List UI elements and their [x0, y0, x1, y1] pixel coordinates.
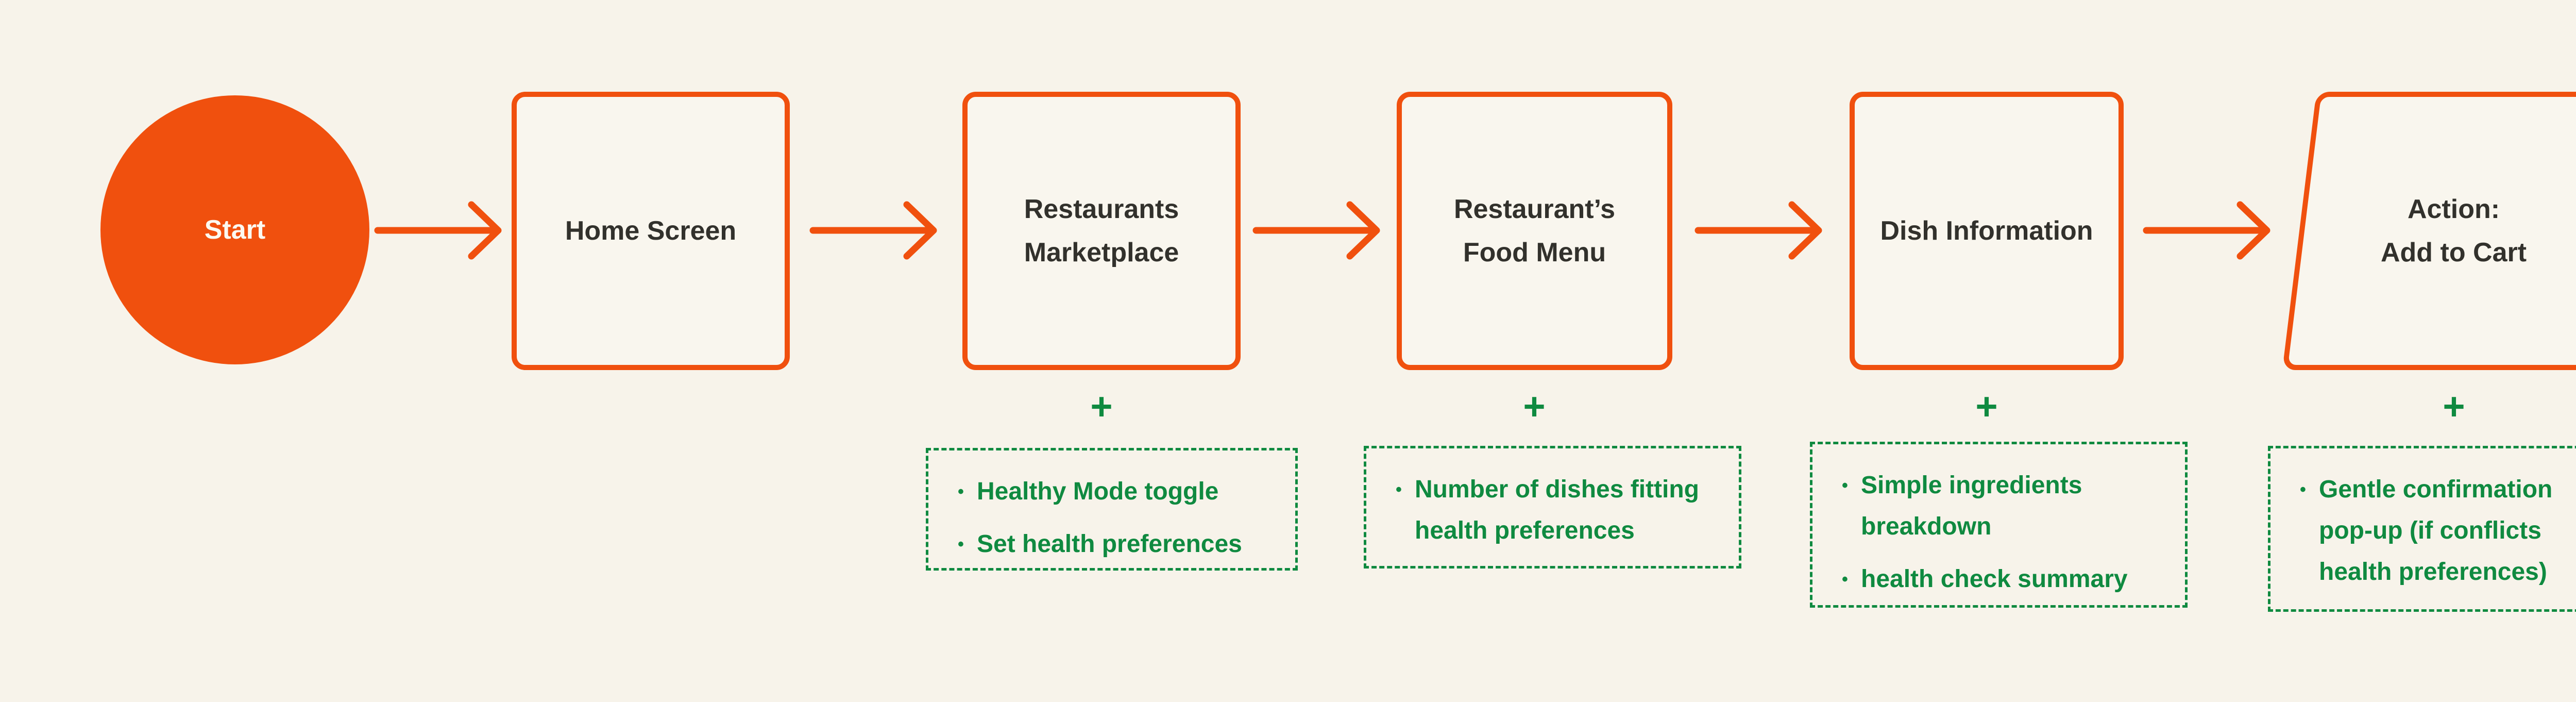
annotation-restaurants-food-menu: • Number of dishes fitting health prefer…: [1364, 446, 1741, 569]
annotation-line: Simple ingredients: [1861, 472, 2082, 499]
bullet-dot-icon: •: [1842, 476, 1848, 495]
annotation-line: breakdown: [1861, 513, 1992, 540]
annotation-restaurants-marketplace: • Healthy Mode toggle • Set health prefe…: [926, 448, 1298, 571]
label-line: Add to Cart: [2381, 238, 2527, 268]
annotation-dish-information: • Simple ingredients breakdown • health …: [1810, 442, 2188, 608]
node-dish-information-label: Dish Information: [1880, 215, 2093, 246]
node-start: Start: [100, 95, 369, 364]
node-start-label: Start: [204, 214, 266, 245]
bullet-dot-icon: •: [1396, 480, 1402, 499]
bullet-item: • health check summary: [1829, 559, 2170, 600]
connector-arrow-icon: [374, 201, 502, 260]
bullet-dot-icon: •: [1842, 570, 1848, 589]
plus-icon: +: [2443, 385, 2465, 428]
node-action-add-to-cart-label: Action: Add to Cart: [2381, 188, 2527, 274]
connector-arrow-icon: [809, 201, 937, 260]
annotation-action-add-to-cart: • Gentle confirmation pop-up (if conflic…: [2268, 446, 2576, 612]
node-home-screen-label: Home Screen: [565, 215, 737, 246]
label-line: Restaurant’s: [1453, 194, 1616, 224]
annotation-line: Gentle confirmation: [2319, 476, 2553, 503]
node-restaurants-marketplace-label: Restaurants Marketplace: [1024, 188, 1179, 274]
plus-icon: +: [1090, 385, 1113, 428]
annotation-line: health preferences): [2319, 558, 2547, 586]
bullet-item: • Set health preferences: [945, 524, 1280, 565]
label-line: Marketplace: [1024, 238, 1179, 268]
bullet-item: • Healthy Mode toggle: [945, 471, 1280, 512]
plus-icon: +: [1523, 385, 1546, 428]
annotation-line: Set health preferences: [977, 530, 1242, 558]
node-action-add-to-cart: Action: Add to Cart: [2282, 92, 2576, 370]
bullet-item: • Number of dishes fitting health prefer…: [1383, 469, 1723, 551]
bullet-item: • Simple ingredients breakdown: [1829, 465, 2170, 547]
label-line: Restaurants: [1024, 194, 1179, 224]
annotation-line: Healthy Mode toggle: [977, 478, 1219, 505]
connector-arrow-icon: [1694, 201, 1822, 260]
node-home-screen: Home Screen: [512, 92, 790, 370]
bullet-item: • Gentle confirmation pop-up (if conflic…: [2287, 469, 2576, 593]
label-line: Action:: [2408, 194, 2500, 224]
label-line: Food Menu: [1463, 238, 1606, 268]
bullet-dot-icon: •: [2300, 480, 2306, 499]
annotation-line: Number of dishes fitting: [1415, 476, 1699, 503]
annotation-line: pop-up (if conflicts: [2319, 517, 2541, 544]
node-dish-information: Dish Information: [1850, 92, 2124, 370]
node-restaurants-food-menu-label: Restaurant’s Food Menu: [1454, 188, 1615, 274]
bullet-dot-icon: •: [958, 534, 964, 554]
annotation-line: health check summary: [1861, 565, 2128, 593]
annotation-line: health preferences: [1415, 517, 1635, 544]
connector-arrow-icon: [1252, 201, 1380, 260]
connector-arrow-icon: [2143, 201, 2270, 260]
plus-icon: +: [1975, 385, 1998, 428]
bullet-dot-icon: •: [958, 482, 964, 502]
node-restaurants-food-menu: Restaurant’s Food Menu: [1397, 92, 1672, 370]
node-restaurants-marketplace: Restaurants Marketplace: [962, 92, 1241, 370]
